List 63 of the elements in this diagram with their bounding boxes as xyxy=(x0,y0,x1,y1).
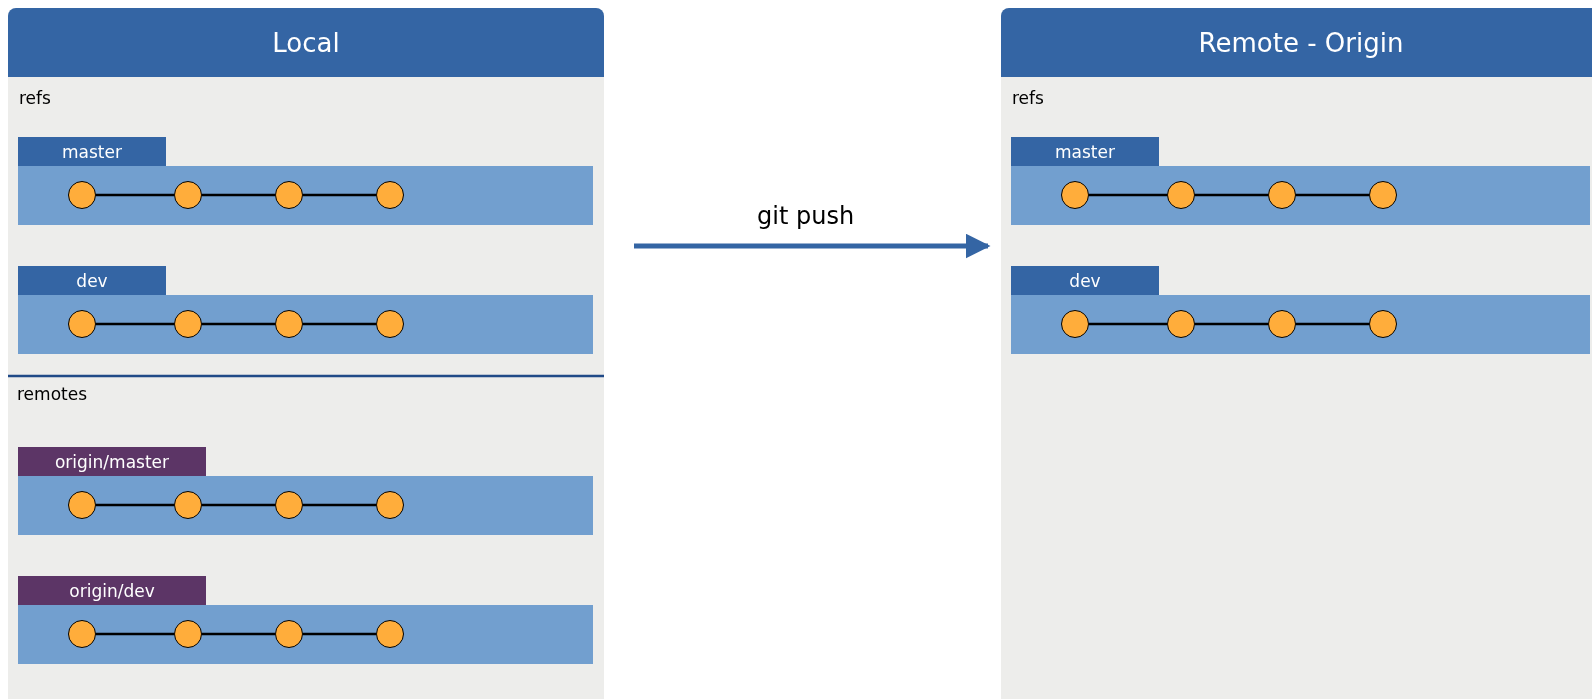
commit-circle xyxy=(376,491,404,519)
branch-band xyxy=(18,447,593,535)
commit-link xyxy=(1195,193,1268,197)
commit-link xyxy=(303,193,376,197)
commit-circle xyxy=(376,181,404,209)
commit-circle xyxy=(1061,310,1089,338)
edge-label: git push xyxy=(757,202,855,230)
commit-circle xyxy=(376,310,404,338)
commit-link xyxy=(202,193,275,197)
branch-label: master xyxy=(18,137,166,166)
commit-circle xyxy=(275,620,303,648)
commit-link xyxy=(1195,322,1268,326)
commit-link xyxy=(96,632,174,636)
commit-circle xyxy=(1167,310,1195,338)
commit-circle xyxy=(174,310,202,338)
section-label: refs xyxy=(19,88,51,108)
panel-header: Remote - Origin xyxy=(1001,8,1592,77)
commit-circle xyxy=(174,620,202,648)
section-label: remotes xyxy=(17,384,88,404)
commit-circle xyxy=(1369,181,1397,209)
commit-link xyxy=(1296,322,1369,326)
arrow xyxy=(634,233,991,259)
commit-circle xyxy=(1268,310,1296,338)
commit-link xyxy=(1296,193,1369,197)
branch-label: origin/dev xyxy=(18,576,206,605)
branch-label: dev xyxy=(1011,266,1159,295)
commit-link xyxy=(303,632,376,636)
commit-link xyxy=(202,322,275,326)
commit-circle xyxy=(1061,181,1089,209)
commit-circle xyxy=(1167,181,1195,209)
branch-label: origin/master xyxy=(18,447,206,476)
commit-circle xyxy=(68,310,96,338)
commit-link xyxy=(1089,193,1167,197)
branch-band xyxy=(1011,266,1590,354)
commit-circle xyxy=(1369,310,1397,338)
commit-link xyxy=(1089,322,1167,326)
commit-circle xyxy=(275,181,303,209)
branch-band xyxy=(18,266,593,354)
commit-link xyxy=(303,322,376,326)
commit-circle xyxy=(1268,181,1296,209)
branch-band xyxy=(18,576,593,664)
commit-circle xyxy=(174,181,202,209)
commit-link xyxy=(202,503,275,507)
panel xyxy=(1001,8,1592,699)
commit-circle xyxy=(68,181,96,209)
section-label: refs xyxy=(1012,88,1044,108)
branch-label: dev xyxy=(18,266,166,295)
commit-circle xyxy=(174,491,202,519)
panel-header: Local xyxy=(8,8,604,77)
commit-circle xyxy=(275,491,303,519)
branch-band xyxy=(1011,137,1590,225)
panel xyxy=(8,8,604,699)
branch-band xyxy=(18,137,593,225)
commit-circle xyxy=(68,491,96,519)
branch-label: master xyxy=(1011,137,1159,166)
commit-circle xyxy=(275,310,303,338)
commit-circle xyxy=(68,620,96,648)
commit-link xyxy=(303,503,376,507)
commit-link xyxy=(96,193,174,197)
commit-link xyxy=(96,503,174,507)
commit-link xyxy=(202,632,275,636)
commit-link xyxy=(96,322,174,326)
commit-circle xyxy=(376,620,404,648)
